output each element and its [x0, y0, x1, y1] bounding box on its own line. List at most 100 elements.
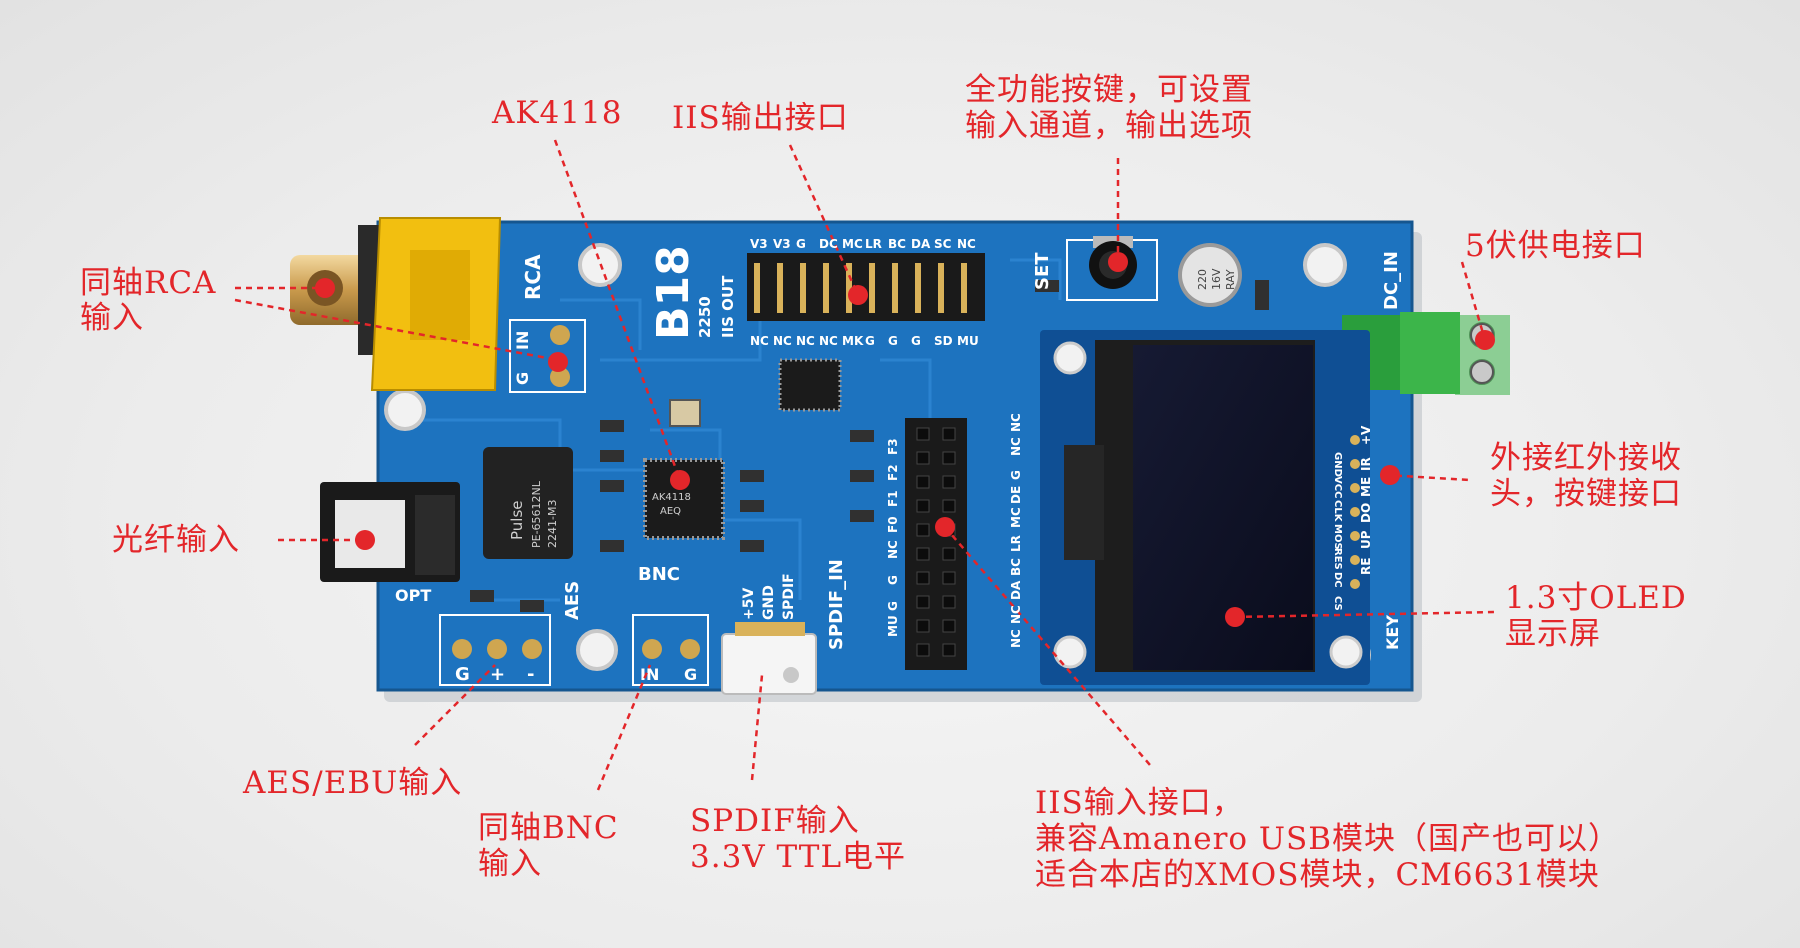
- iis-in-pin-label: DA: [1009, 580, 1023, 600]
- oled-pin: [1350, 435, 1360, 445]
- header-pin: [942, 427, 956, 441]
- header-pin: [754, 263, 760, 313]
- key-pin-label: +V: [1359, 425, 1373, 445]
- top-pin-label: G: [796, 237, 806, 251]
- header-pin: [942, 475, 956, 489]
- pulse-transformer: Pulse PE-65612NL 2241-M3: [483, 447, 573, 559]
- label-ak4118: AK4118: [492, 95, 623, 131]
- aes-plus-silk: +: [490, 664, 505, 685]
- cap-brand: RAY: [1224, 269, 1237, 290]
- header-pin: [916, 547, 930, 561]
- opt-silk: OPT: [395, 586, 431, 605]
- dcin-silk: DC_IN: [1381, 251, 1402, 310]
- capacitor: 220 16V RAY: [1178, 243, 1242, 307]
- spdif-5v-silk: +5V: [741, 588, 757, 620]
- iis-in-pin-label: F2: [886, 464, 900, 481]
- key-pin-label: RE: [1359, 558, 1373, 575]
- header-pin: [942, 451, 956, 465]
- header-pin: [823, 263, 829, 313]
- header-pin: [916, 451, 930, 465]
- iis-in-pin-label: F1: [886, 490, 900, 507]
- chip-label: AK4118: [652, 492, 691, 503]
- header-pin: [892, 263, 898, 313]
- label-iis-out: IIS输出接口: [672, 100, 849, 136]
- oled-pin-label: GND: [1332, 452, 1343, 477]
- header-pin: [942, 643, 956, 657]
- header-pin: [916, 523, 930, 537]
- iis-in-pin-label: NC: [1009, 605, 1023, 624]
- label-power: 5伏供电接口: [1465, 228, 1646, 264]
- label-bnc-line1: 同轴BNC: [478, 810, 619, 846]
- header-pin: [942, 547, 956, 561]
- iis-in-pin-label: LR: [1009, 535, 1023, 552]
- bottom-pin-label: MK: [842, 334, 864, 348]
- set-silk: SET: [1032, 252, 1053, 290]
- iis-out-silk: IIS OUT: [719, 275, 737, 338]
- top-pin-label: V3: [750, 237, 768, 251]
- iis-in-pin-label: BC: [1009, 558, 1023, 576]
- header-pin: [938, 263, 944, 313]
- bottom-pin-label: SD: [934, 334, 953, 348]
- header-pin: [915, 263, 921, 313]
- rca-g-silk: G: [513, 372, 532, 385]
- spdif-pin-silk: SPDIF: [781, 573, 797, 620]
- spdif-in-silk: SPDIF_IN: [826, 559, 847, 650]
- bnc-g-silk: G: [684, 665, 697, 684]
- oled-pin-label: VCC: [1332, 476, 1343, 498]
- key-pin-label: ME: [1359, 477, 1373, 497]
- key-pin-label: IR: [1359, 457, 1373, 471]
- top-pin-label: BC: [888, 237, 906, 251]
- iis-in-pin-label: G: [1009, 470, 1023, 480]
- bottom-pin-label: G: [911, 334, 921, 348]
- optical-jack: [320, 482, 460, 582]
- aes-silk: AES: [562, 581, 583, 620]
- oled-pin-label: RES: [1332, 548, 1343, 570]
- iis-in-pin-label: NC: [1009, 413, 1023, 432]
- iis-in-pin-label: F0: [886, 516, 900, 533]
- iis-in-pin-label: MU: [886, 615, 900, 637]
- board-code: 2250: [696, 296, 714, 338]
- iis-in-pin-label: MC: [1009, 507, 1023, 528]
- label-aes: AES/EBU输入: [243, 765, 463, 801]
- pulse-brand: Pulse: [508, 501, 526, 541]
- header-pin: [916, 427, 930, 441]
- bnc-silk: BNC: [638, 564, 680, 585]
- oled-pin-label: DC: [1332, 572, 1343, 588]
- iis-in-pin-label: G: [886, 601, 900, 611]
- oled-module: [1040, 330, 1370, 685]
- label-spdif-line1: SPDIF输入: [690, 803, 860, 839]
- top-pin-label: NC: [957, 237, 976, 251]
- oled-pin-label: CS: [1332, 596, 1343, 611]
- chip-sub: AEQ: [660, 506, 681, 517]
- top-pin-label: DA: [911, 237, 931, 251]
- oled-pin: [1350, 555, 1360, 565]
- header-pin: [846, 263, 852, 313]
- rca-jack: [290, 217, 502, 391]
- iis-in-pin-label: DE: [1009, 486, 1023, 504]
- header-pin: [916, 619, 930, 633]
- bottom-pin-label: NC: [750, 334, 769, 348]
- iis-in-pin-label: NC: [1009, 437, 1023, 456]
- pulse-part: PE-65612NL: [530, 480, 543, 548]
- bottom-pin-label: MU: [957, 334, 979, 348]
- iis-in-pin-label: G: [886, 575, 900, 585]
- label-ir-line2: 头，按键接口: [1490, 476, 1682, 512]
- cap-voltage: 16V: [1210, 268, 1223, 290]
- header-pin: [942, 595, 956, 609]
- header-pin: [961, 263, 967, 313]
- header-pin: [916, 571, 930, 585]
- header-pin: [942, 571, 956, 585]
- key-pin-label: UP: [1359, 530, 1373, 549]
- board-name: B18: [648, 245, 699, 340]
- header-pin: [916, 475, 930, 489]
- oled-pin-label: MOS: [1332, 524, 1343, 550]
- oled-pin: [1350, 579, 1360, 589]
- rca-in-silk: IN: [513, 331, 532, 350]
- rca-silk: RCA: [521, 254, 545, 300]
- label-spdif-line2: 3.3V TTL电平: [690, 839, 907, 875]
- top-pin-label: DC: [819, 237, 838, 251]
- header-pin: [942, 499, 956, 513]
- iis-in-pin-label: F3: [886, 438, 900, 455]
- label-oled-line1: 1.3寸OLED: [1505, 580, 1687, 616]
